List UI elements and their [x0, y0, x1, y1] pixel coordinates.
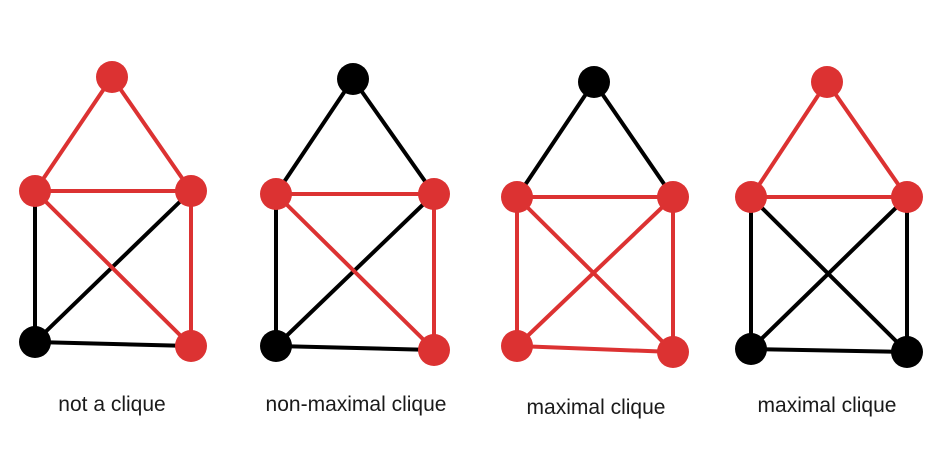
edge-upper-left-lower-right: [33, 189, 193, 348]
node-top: [578, 66, 610, 98]
node-top: [96, 61, 128, 93]
edge-top-upper-right: [110, 75, 193, 193]
edge-top-upper-right: [825, 80, 909, 199]
edge-upper-right-lower-left: [515, 195, 675, 348]
node-lower-right: [175, 330, 207, 362]
graph-maximal-clique-a: [501, 66, 689, 368]
caption-maximal-clique-a: maximal clique: [526, 396, 666, 419]
node-top: [337, 63, 369, 95]
node-upper-left: [735, 181, 767, 213]
node-lower-right: [891, 336, 923, 368]
node-lower-left: [735, 333, 767, 365]
node-upper-left: [260, 178, 292, 210]
caption-non-maximal-clique: non-maximal clique: [265, 393, 447, 416]
node-upper-left: [501, 181, 533, 213]
node-lower-left: [19, 326, 51, 358]
node-lower-left: [501, 330, 533, 362]
edge-upper-left-lower-right: [274, 192, 436, 352]
node-upper-right: [657, 181, 689, 213]
edge-lower-left-lower-right: [749, 347, 909, 354]
edge-top-upper-right: [351, 77, 436, 196]
edge-top-upper-left: [33, 75, 114, 193]
edge-top-upper-left: [749, 80, 829, 199]
node-lower-left: [260, 330, 292, 362]
node-top: [811, 66, 843, 98]
edge-upper-right-lower-left: [749, 195, 909, 351]
node-upper-right: [891, 181, 923, 213]
edge-top-upper-left: [515, 80, 596, 199]
node-upper-left: [19, 175, 51, 207]
graph-not-a-clique: [19, 61, 207, 362]
edge-lower-left-lower-right: [274, 344, 436, 352]
node-lower-right: [657, 336, 689, 368]
edge-upper-left-lower-right: [515, 195, 675, 354]
node-upper-right: [418, 178, 450, 210]
graph-maximal-clique-b: [735, 66, 923, 368]
caption-not-a-clique: not a clique: [58, 393, 166, 416]
node-upper-right: [175, 175, 207, 207]
caption-maximal-clique-b: maximal clique: [757, 394, 897, 417]
edge-top-upper-right: [592, 80, 675, 199]
edge-lower-left-lower-right: [515, 344, 675, 354]
node-lower-right: [418, 334, 450, 366]
graph-non-maximal-clique: [260, 63, 450, 366]
edge-top-upper-left: [274, 77, 355, 196]
edge-lower-left-lower-right: [33, 340, 193, 348]
